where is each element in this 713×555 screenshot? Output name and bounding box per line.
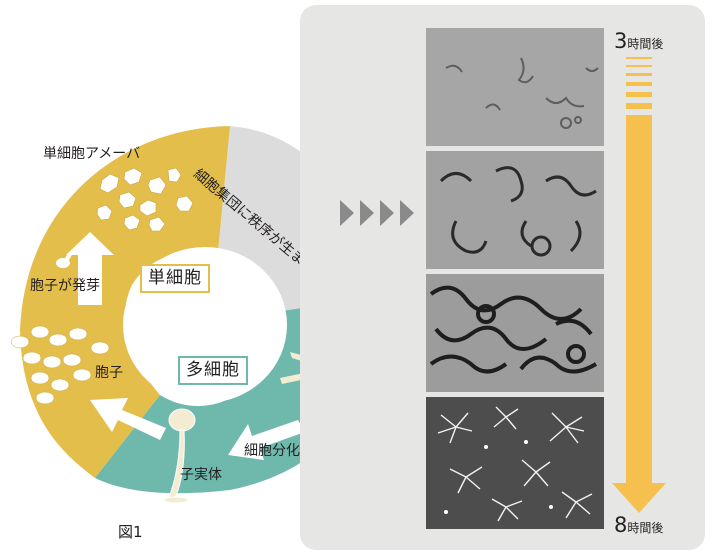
timeline-start: 3時間後 (614, 31, 663, 52)
label-amoeba: 単細胞アメーバ (43, 146, 141, 162)
chevron-arrows-icon (340, 200, 414, 226)
timeline-end-unit: 時間後 (627, 521, 664, 535)
timeline-start-unit: 時間後 (627, 37, 664, 51)
label-fruiting-body: 子実体 (180, 467, 222, 483)
timeline-end-number: 8 (614, 513, 628, 537)
germinating-spore-icon (56, 251, 73, 268)
micrograph-8h (426, 397, 604, 529)
badge-multicellular: 多細胞 (178, 356, 248, 385)
label-spore: 胞子 (95, 365, 123, 381)
timeline-arrow-icon (612, 57, 666, 513)
fruiting-body-icon (163, 408, 196, 504)
spore-cells (10, 325, 110, 405)
figure-label: 図1 (118, 523, 143, 541)
timeline-end: 8時間後 (614, 515, 663, 536)
badge-unicellular: 単細胞 (140, 264, 210, 293)
arrow-spore-icon (90, 398, 166, 440)
label-differentiation: 細胞分化 (244, 443, 300, 459)
arrow-germinate-icon (66, 232, 114, 305)
unicellular-sector (20, 126, 230, 478)
micrograph-4h (426, 151, 604, 269)
timeline-start-number: 3 (614, 29, 628, 53)
amoeba-cells (96, 167, 194, 232)
micrograph-3h (426, 28, 604, 146)
arrow-differentiate-icon (228, 420, 305, 460)
label-germination: 胞子が発芽 (30, 278, 100, 294)
micrograph-6h (426, 274, 604, 392)
